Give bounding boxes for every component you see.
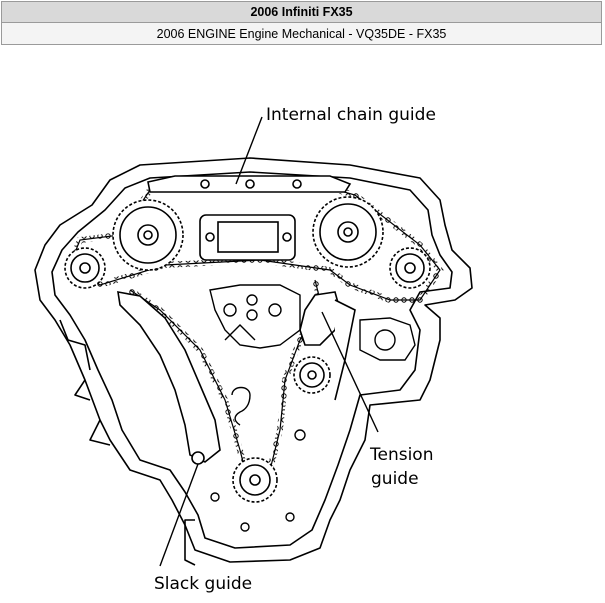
label-slack-guide: Slack guide: [154, 574, 252, 594]
cylinder-head-plate: [199, 214, 296, 261]
label-tension-guide-line2: guide: [371, 469, 419, 489]
document-title: 2006 Infiniti FX35: [1, 1, 602, 23]
slack-guide-part: [117, 291, 221, 465]
left-camshaft-sprocket: [112, 199, 184, 271]
right-camshaft-sprocket: [312, 196, 384, 268]
label-internal-chain-guide: Internal chain guide: [266, 105, 436, 125]
engine-block-outline: [34, 157, 473, 563]
timing-chain-diagram: Internal chain guide Tension guide Slack…: [34, 105, 473, 594]
label-tension-guide-line1: Tension: [369, 445, 433, 465]
crankshaft-sprocket: [232, 457, 278, 503]
idler-sprocket: [293, 356, 331, 394]
leader-slack-guide: [159, 463, 199, 567]
document-subtitle: 2006 ENGINE Engine Mechanical - VQ35DE -…: [1, 22, 602, 45]
leader-tension-guide: [321, 311, 379, 433]
leader-internal-chain-guide: [235, 116, 263, 185]
tension-guide-part: [299, 291, 356, 401]
right-exhaust-sprocket: [389, 247, 431, 289]
internal-chain-guide-part: [147, 175, 352, 193]
left-exhaust-sprocket: [64, 247, 106, 289]
